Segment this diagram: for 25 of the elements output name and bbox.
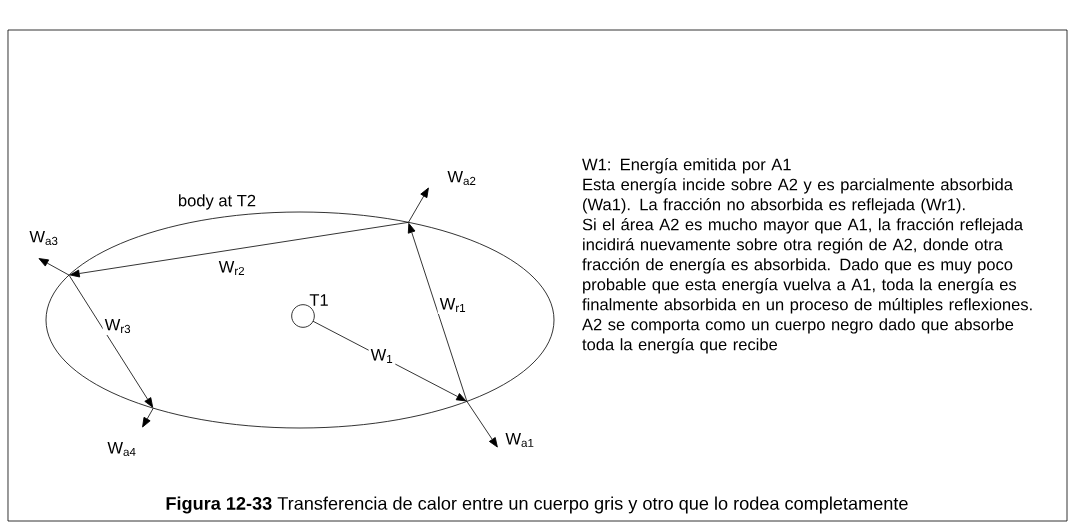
edge-label: W$_{1}$ bbox=[368, 347, 396, 365]
edge-label: W$_{r1}$ bbox=[437, 296, 469, 314]
arrow bbox=[466, 401, 498, 448]
arrow bbox=[69, 221, 409, 278]
description-text: A2 se comporta como un cuerpo negro dado que absorbe toda la energía que recibe bbox=[582, 318, 1014, 354]
edge-label: W$_{a4}$ bbox=[105, 440, 139, 458]
description-text: Esta energía incide sobre A2 y es parcialmente absorbida (Wa1). La fracción no absorbida es reflejada (Wr1). bbox=[583, 178, 1013, 214]
description-text: Si el área A2 es mucho mayor que A1, la fracción reflejada incidirá nuevamente sobre otra región de A2, donde otra fracción de energía es absorbida. Dado que es muy poco probable que esta energía vuelva a A1, toda la energía es finalmente absorbida en un proceso de múltiples reflexiones. bbox=[582, 218, 1032, 314]
edge-label: W$_{a3}$ bbox=[27, 228, 61, 248]
arrow bbox=[407, 223, 468, 402]
ellipse-body bbox=[45, 211, 555, 429]
small-body bbox=[291, 304, 315, 328]
edge-label: W$_{a1}$ bbox=[503, 431, 537, 449]
edge-label: W$_{r3}$ bbox=[102, 317, 134, 336]
arrow bbox=[408, 187, 429, 223]
arrow bbox=[38, 258, 70, 276]
body-label: body at T2 bbox=[179, 194, 256, 210]
edge-label: W$_{a2}$ bbox=[445, 168, 479, 188]
arrow bbox=[68, 274, 154, 408]
arrow bbox=[142, 407, 154, 428]
figure-caption: Figura 12-33 Transferencia de calor entre un cuerpo gris y otro que lo rodea completamente bbox=[166, 496, 908, 514]
arrow bbox=[312, 320, 467, 402]
description-text: W1: Energía emitida por A1 bbox=[582, 158, 791, 174]
edge-label: W$_{r2}$ bbox=[216, 259, 248, 277]
temperature-label: T1 bbox=[309, 294, 328, 306]
